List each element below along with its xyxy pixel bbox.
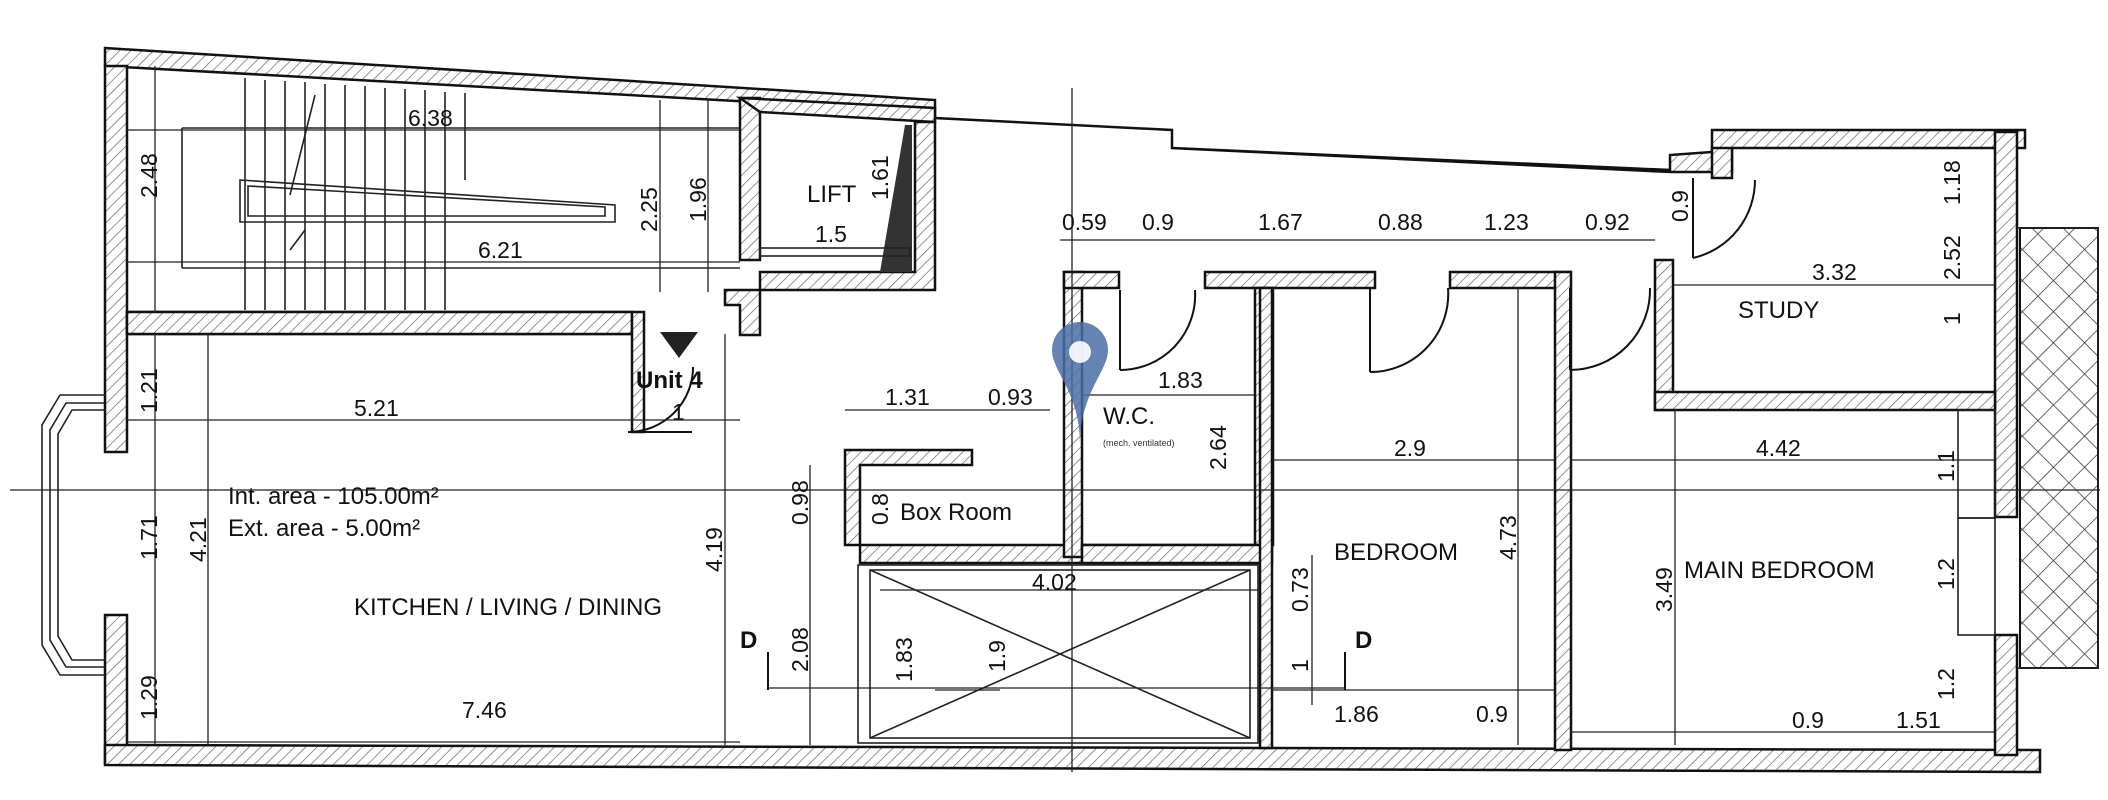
dim-corr-088: 0.88	[1378, 209, 1423, 235]
bedroom2-door	[1569, 287, 1652, 371]
wall-left-upper	[103, 64, 129, 454]
dim-void-width: 4.02	[1032, 569, 1077, 595]
wall-top-left	[103, 46, 2027, 174]
dim-main-bottom1: 0.9	[1792, 707, 1824, 733]
dim-corr-09b: 0.9	[1667, 190, 1693, 222]
external-area: Ext. area - 5.00m²	[228, 515, 420, 542]
dim-main-width: 4.42	[1756, 435, 1801, 461]
triangle-down-icon	[660, 332, 698, 358]
dimension-lines	[10, 66, 2100, 772]
dim-main-height: 3.49	[1651, 567, 1677, 612]
dim-corr-059: 0.59	[1062, 209, 1107, 235]
wc-door	[1119, 289, 1197, 372]
dim-kitchen-width-top: 5.21	[354, 395, 399, 421]
dim-boxroom-h1: 0.98	[787, 480, 813, 525]
dim-bed-width: 2.9	[1394, 435, 1426, 461]
dim-study-h: 2.52	[1939, 235, 1965, 280]
lift: LIFT 1.5 1.61	[723, 96, 937, 337]
section-mark-right: D	[1355, 627, 1372, 654]
dim-stair-inner: 2.25	[636, 187, 662, 232]
dim-corr-123: 1.23	[1484, 209, 1529, 235]
unit-label: Unit 4	[636, 367, 703, 394]
dim-corr-167: 1.67	[1258, 209, 1303, 235]
wall-right-upper	[1993, 130, 2019, 519]
dim-study-1: 1	[1939, 312, 1965, 325]
dim-bed-073: 0.73	[1287, 567, 1313, 612]
dim-stair-height: 2.48	[136, 153, 162, 198]
dimension-labels: 6.38 2.48 2.25 1.96 6.21 1.21 5.21 1.71 …	[136, 105, 1965, 733]
dim-corr-092: 0.92	[1585, 209, 1630, 235]
wc-note: (mech. ventilated)	[1103, 438, 1175, 448]
dim-void-inner: 1.83	[891, 637, 917, 682]
bedroom-label: BEDROOM	[1334, 539, 1458, 566]
main-bedroom-label: MAIN BEDROOM	[1684, 557, 1875, 584]
section-mark-left: D	[740, 627, 757, 654]
dim-kitchen-mid: 1.71	[136, 515, 162, 560]
bedroom-door	[1369, 287, 1450, 374]
dim-wc-height: 2.64	[1205, 425, 1231, 470]
wall-right-lower	[1993, 633, 2019, 757]
dim-unit-entry: 1	[672, 399, 685, 425]
dim-lift-height: 1.61	[867, 155, 893, 200]
dim-kitchen-bottom-left: 1.29	[136, 675, 162, 720]
dim-study-118: 1.18	[1939, 160, 1965, 205]
balcony-right	[2017, 227, 2099, 669]
room-labels: Box Room W.C. (mech. ventilated) BEDROOM…	[900, 297, 1875, 584]
dim-bed-1: 1	[1287, 659, 1313, 672]
dim-boxroom-w2: 0.93	[988, 384, 1033, 410]
dim-kitchen-width: 7.46	[462, 697, 507, 723]
wc-label: W.C.	[1103, 403, 1155, 430]
dim-stair-bottom: 6.21	[478, 237, 523, 263]
dim-main-12b: 1.2	[1933, 668, 1959, 700]
dim-stair-top: 6.38	[408, 105, 453, 131]
doors	[1119, 178, 1756, 374]
dim-main-11: 1.1	[1933, 450, 1959, 482]
map-pin-icon	[1052, 322, 1108, 445]
kitchen-label: KITCHEN / LIVING / DINING	[354, 594, 662, 621]
dim-kitchen-top-left: 1.21	[136, 368, 162, 413]
internal-area: Int. area - 105.00m²	[228, 483, 439, 510]
dim-kitchen-inner-height: 4.19	[701, 527, 727, 572]
dim-kitchen-height: 4.21	[185, 517, 211, 562]
dim-void-height: 2.08	[787, 627, 813, 672]
dim-bed-height: 4.73	[1495, 515, 1521, 560]
study-door	[1692, 178, 1756, 259]
dim-boxroom-h2: 0.8	[867, 493, 893, 525]
kitchen-living-dining: Unit 4 1 Int. area - 105.00m² Ext. area …	[125, 310, 703, 621]
dim-main-bottom2: 1.51	[1896, 707, 1941, 733]
outer-walls	[103, 46, 2042, 774]
dim-void-inner2: 1.9	[984, 640, 1010, 672]
dim-bed-bottom1: 1.86	[1334, 701, 1379, 727]
study-label: STUDY	[1738, 297, 1819, 324]
box-room-label: Box Room	[900, 499, 1012, 526]
unit-entry-door	[627, 366, 694, 433]
dim-bed-bottom2: 0.9	[1476, 701, 1508, 727]
dim-lift-width: 1.5	[815, 221, 847, 247]
dim-study-width: 3.32	[1812, 259, 1857, 285]
dim-corr-09a: 0.9	[1142, 209, 1174, 235]
dim-main-12a: 1.2	[1933, 558, 1959, 590]
bay-window-left	[41, 394, 105, 676]
lift-label: LIFT	[807, 181, 857, 208]
wall-left-lower	[103, 613, 129, 765]
dim-wc-width: 1.83	[1158, 367, 1203, 393]
dim-boxroom-w1: 1.31	[885, 384, 930, 410]
dim-stair-inner2: 1.96	[685, 177, 711, 222]
stair-handrail	[239, 179, 616, 223]
